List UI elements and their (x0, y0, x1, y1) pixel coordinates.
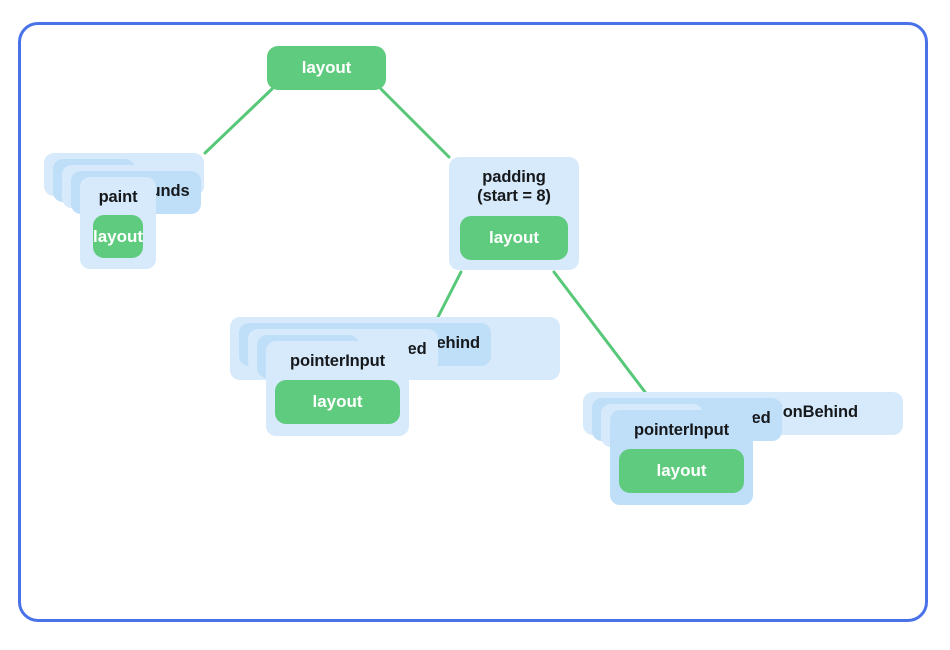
node-clip-leaf-layout[interactable]: layout (93, 215, 144, 259)
node-pointerinput-right[interactable]: pointerInput layout (610, 410, 753, 506)
node-paint-label: paint (98, 188, 138, 206)
node-padding-start-leaf-layout-label: layout (488, 227, 540, 247)
node-semantics-right[interactable]: semantics pointerInput layout (601, 404, 753, 506)
node-clip-leaf-layout-label: layout (93, 226, 144, 246)
node-paint[interactable]: paint layout (80, 177, 157, 270)
node-semantics-middle[interactable]: semantics pointerInput layout (257, 335, 409, 437)
node-size-40[interactable]: size(40) semantics clipToBounds paint la… (53, 159, 201, 270)
node-root-layout[interactable]: layout (267, 46, 386, 90)
node-cliptobounds[interactable]: clipToBounds paint layout (71, 171, 201, 270)
node-draw-right-leaf-layout-label: layout (656, 461, 707, 481)
node-padding-top-leaf-layout-label: layout (312, 392, 363, 412)
node-semantics[interactable]: semantics clipToBounds paint layout (62, 165, 201, 270)
node-padding-start-label: padding (start = 8) (477, 168, 551, 206)
node-padding-top[interactable]: padding (top = 4) drawTextAndSelectionBe… (230, 317, 560, 437)
node-pointerinput-right-label: pointerInput (633, 421, 730, 439)
node-padding-start[interactable]: padding (start = 8) layout (449, 157, 579, 270)
node-drawtextandselectionbehind-middle[interactable]: drawTextAndSelectionBehind onGloballyPos… (239, 323, 491, 437)
node-pointerinput-middle[interactable]: pointerInput layout (266, 341, 409, 437)
node-clip[interactable]: clip size(40) semantics clipToBounds pai… (44, 153, 204, 270)
node-draw-right-leaf-layout[interactable]: layout (619, 449, 744, 494)
node-ongloballypositioned-right[interactable]: onGloballyPositioned semantics pointerIn… (592, 398, 782, 506)
node-padding-start-leaf-layout[interactable]: layout (460, 215, 568, 260)
node-pointerinput-middle-label: pointerInput (289, 352, 386, 370)
node-drawtextandselectionbehind-right[interactable]: drawTextAndSelectionBehind onGloballyPos… (583, 392, 903, 506)
node-padding-top-leaf-layout[interactable]: layout (275, 380, 400, 425)
node-root-layout-label: layout (301, 57, 352, 77)
node-ongloballypositioned-middle[interactable]: onGloballyPositioned semantics pointerIn… (248, 329, 438, 437)
